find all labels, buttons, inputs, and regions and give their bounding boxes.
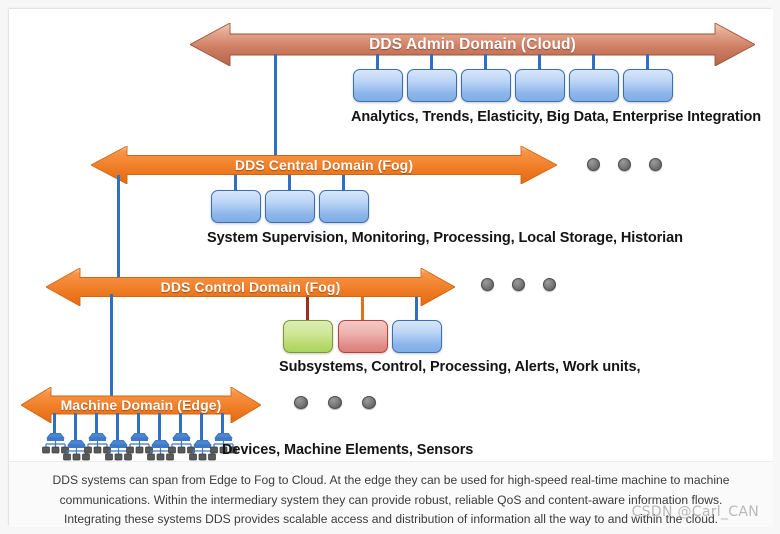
stem-machine-device-3 [95,413,99,435]
edge-device-cluster-6[interactable] [147,440,174,461]
dot-2 [512,278,525,291]
edge-device-cluster-4[interactable] [105,440,132,461]
node-admin-6[interactable] [623,69,673,102]
stem-admin-node-3 [484,54,488,71]
watermark-label: CSDN @Carl_CAN [631,504,759,520]
node-control-alerts[interactable] [338,320,388,353]
node-central-3[interactable] [319,190,369,223]
stem-admin-node-4 [538,54,542,71]
stem-admin-node-2 [430,54,434,71]
device-icon [63,440,90,461]
caption-control-domain: Subsystems, Control, Processing, Alerts,… [279,359,641,375]
figure-caption: DDS systems can span from Edge to Fog to… [9,461,773,527]
caption-admin-domain: Analytics, Trends, Elasticity, Big Data,… [351,109,762,125]
stem-central-node-1 [234,175,238,191]
device-icon [147,440,174,461]
node-admin-4[interactable] [515,69,565,102]
stem-control-node-2 [361,297,365,321]
stem-machine-device-8 [200,413,204,442]
stem-admin-node-1 [376,54,380,71]
stem-machine-device-4 [116,413,120,442]
edge-device-cluster-8[interactable] [189,440,216,461]
double-arrow-shape-control [46,268,455,306]
dot-1 [294,396,308,409]
stem-control-node-1 [306,297,310,321]
arrow-band-machine-domain[interactable]: Machine Domain (Edge) [21,387,261,423]
stem-admin-node-6 [646,54,650,71]
dot-2 [328,396,342,409]
dot-3 [649,158,662,171]
dot-1 [587,158,600,171]
device-icon [42,433,69,454]
device-icon [210,433,237,454]
double-arrow-shape-central [91,146,557,184]
edge-device-cluster-1[interactable] [42,433,69,455]
node-admin-5[interactable] [569,69,619,102]
caption-central-domain: System Supervision, Monitoring, Processi… [207,230,683,246]
node-admin-2[interactable] [407,69,457,102]
ellipsis-dots-central [587,158,662,171]
dot-3 [543,278,556,291]
dot-1 [481,278,494,291]
dot-2 [618,158,631,171]
dds-architecture-diagram: DDS Admin Domain (Cloud) Analytics, Tren… [9,9,773,461]
node-admin-3[interactable] [461,69,511,102]
trunk-central-to-control [117,175,121,279]
stem-machine-device-7 [179,413,183,435]
edge-device-cluster-3[interactable] [84,433,111,455]
node-central-1[interactable] [211,190,261,223]
edge-device-cluster-7[interactable] [168,433,195,455]
figure-caption-text: DDS systems can span from Edge to Fog to… [52,473,730,526]
stem-central-node-3 [342,175,346,191]
node-control-subsystems[interactable] [283,320,333,353]
edge-device-cluster-2[interactable] [63,440,90,461]
edge-device-cluster-5[interactable] [126,433,153,455]
stem-central-node-2 [288,175,292,191]
caption-machine-domain: Devices, Machine Elements, Sensors [222,442,474,458]
stem-admin-node-5 [592,54,596,71]
node-admin-1[interactable] [353,69,403,102]
device-icon [84,433,111,454]
trunk-control-to-machine [110,294,114,396]
double-arrow-shape-admin [190,23,755,66]
edge-device-cluster-9[interactable] [210,433,237,455]
arrow-band-central-domain[interactable]: DDS Central Domain (Fog) [91,146,557,184]
stem-machine-device-5 [137,413,141,435]
stem-control-node-3 [415,297,419,321]
stem-machine-device-6 [158,413,162,442]
device-icon [105,440,132,461]
device-icon [126,433,153,454]
stem-machine-device-1 [53,413,57,435]
node-control-processing[interactable] [392,320,442,353]
device-icon [168,433,195,454]
node-central-2[interactable] [265,190,315,223]
ellipsis-dots-control [481,278,556,291]
ellipsis-dots-machine [294,396,376,409]
dot-3 [362,396,376,409]
content-card: DDS Admin Domain (Cloud) Analytics, Tren… [8,8,773,527]
stem-machine-device-9 [221,413,225,435]
stem-machine-device-2 [74,413,78,442]
trunk-admin-to-central [274,54,278,157]
double-arrow-shape-machine [21,387,261,423]
arrow-band-control-domain[interactable]: DDS Control Domain (Fog) [46,268,455,306]
device-icon [189,440,216,461]
